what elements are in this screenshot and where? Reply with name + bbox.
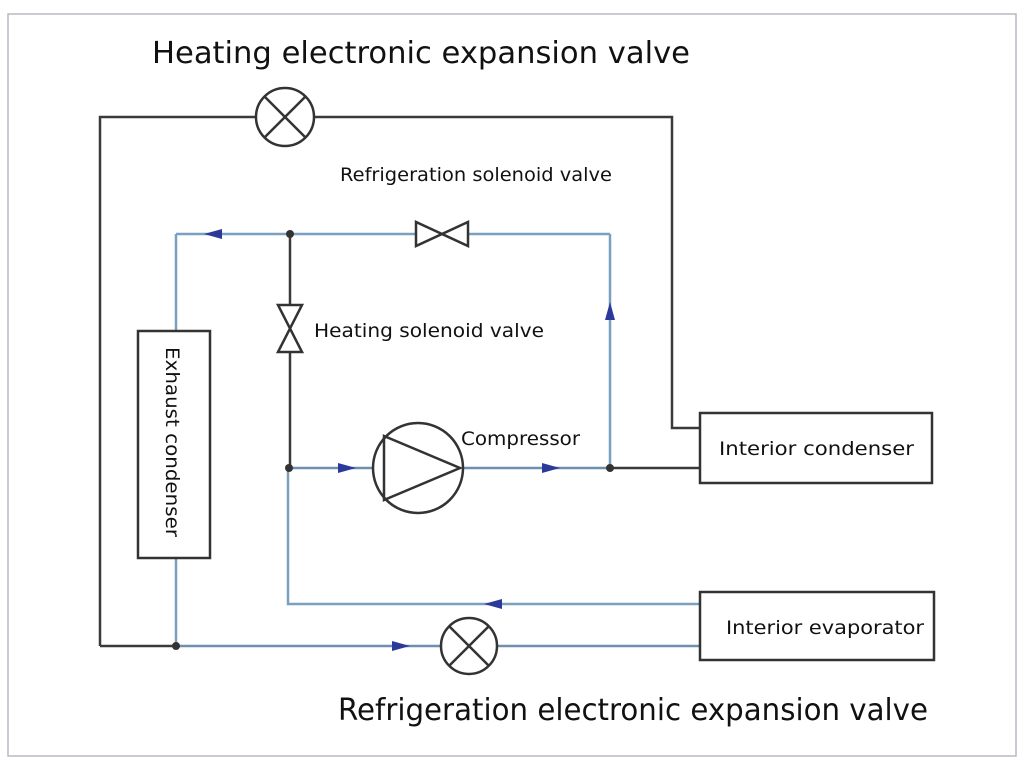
refrigeration-solenoid-label: Refrigeration solenoid valve — [340, 164, 612, 186]
flow-arrowhead-icon — [484, 599, 502, 609]
flow-arrowhead-icon — [605, 302, 615, 320]
interior-condenser-label: Interior condenser — [719, 438, 914, 460]
exhaust-condenser-box — [136, 329, 212, 560]
heating-eev-label: Heating electronic expansion valve — [152, 36, 690, 71]
interior-condenser-box — [698, 411, 934, 485]
compressor-label: Compressor — [461, 428, 580, 450]
flow-arrowhead-icon — [542, 463, 560, 473]
heating-expansion-valve-icon — [254, 86, 316, 148]
pipe-evaporator-return — [286, 468, 700, 606]
heating-solenoid-valve-icon — [275, 303, 305, 354]
flow-arrowhead-icon — [392, 641, 410, 651]
exhaust-condenser-label: Exhaust condenser — [161, 347, 183, 537]
compressor-icon — [371, 421, 465, 515]
junction-dot — [172, 642, 180, 650]
junction-dot — [606, 464, 614, 472]
junction-dot — [285, 464, 293, 472]
heating-solenoid-label: Heating solenoid valve — [314, 320, 544, 342]
flow-arrowhead-icon — [338, 463, 356, 473]
diagram-frame — [7, 13, 1017, 757]
flow-arrowhead-icon — [204, 229, 222, 239]
refrigeration-eev-label: Refrigeration electronic expansion valve — [338, 693, 928, 728]
interior-evaporator-label: Interior evaporator — [726, 617, 924, 639]
refrigeration-expansion-valve-icon — [439, 616, 499, 676]
pipe-heating-eev-loop — [98, 115, 700, 646]
interior-evaporator-box — [698, 590, 936, 662]
refrigeration-solenoid-valve-icon — [414, 220, 470, 248]
junction-dot — [286, 230, 294, 238]
